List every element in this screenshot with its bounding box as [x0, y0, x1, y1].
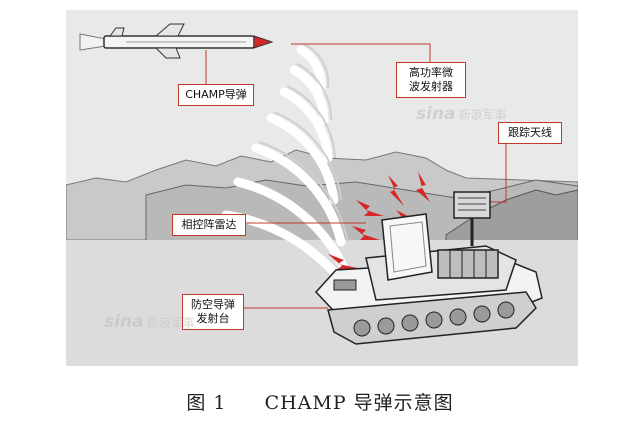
- hull-hatch: [333, 279, 357, 291]
- label-launcher: 防空导弹 发射台: [182, 294, 244, 330]
- bolt-icon: [388, 175, 404, 206]
- air-defense-vehicle: [314, 191, 543, 345]
- champ-illustration: CHAMP导弹 高功率微 波发射器 跟踪天线 相控阵雷达 防空导弹 发射台 si…: [66, 10, 578, 366]
- missile-fin: [109, 27, 125, 37]
- tracking-antenna: [453, 191, 491, 219]
- missile-nose: [253, 35, 274, 49]
- missile-wing-bottom: [154, 47, 181, 59]
- microwave-wave-shadows: [258, 43, 349, 243]
- jamming-bolts: [328, 172, 430, 270]
- bolt-icon: [352, 226, 380, 240]
- figure-title: CHAMP 导弹示意图: [264, 392, 454, 414]
- road-wheels: [353, 301, 515, 337]
- bolt-icon: [396, 210, 418, 226]
- label-tracking-antenna: 跟踪天线: [498, 122, 562, 144]
- bolt-icon: [328, 254, 358, 270]
- bolt-icon: [356, 200, 384, 216]
- champ-missile: [79, 23, 274, 59]
- missile-launcher: [437, 249, 499, 279]
- bolt-icon: [416, 172, 430, 202]
- label-microwave-emitter: 高功率微 波发射器: [396, 62, 466, 98]
- illustration-canvas: [66, 10, 578, 366]
- callout-lines: [205, 43, 507, 309]
- label-champ-missile: CHAMP导弹: [178, 84, 254, 106]
- phased-array-radar: [381, 213, 433, 281]
- launcher-tubes: [449, 250, 487, 278]
- label-phased-array-radar: 相控阵雷达: [172, 214, 246, 236]
- figure-number: 图 1: [186, 392, 227, 414]
- figure-caption: 图 1 CHAMP 导弹示意图: [0, 388, 640, 415]
- missile-wing-top: [154, 23, 185, 37]
